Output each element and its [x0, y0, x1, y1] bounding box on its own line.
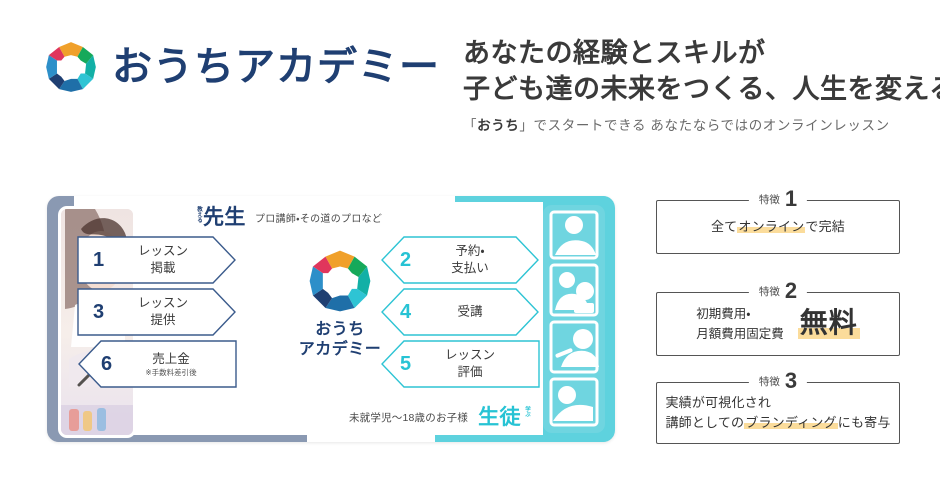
step-3-number: 3	[93, 301, 105, 323]
teacher-label-row: 教える 先生 プロ講師・その道のプロなど	[195, 206, 382, 228]
panel-band-bottom-left	[47, 435, 307, 442]
feature-1-pre: 全て	[710, 218, 738, 234]
step-2: 2 予約・ 支払い	[380, 236, 540, 284]
step-1: 1 レッスン 掲載	[77, 236, 237, 284]
student-label: 生徒 学ぶ	[478, 406, 530, 429]
feature-box-3: 特徴 3 実績が可視化され 講師としてのブランディングにも寄与	[656, 370, 900, 444]
teacher-label: 教える 先生	[195, 206, 246, 228]
headline-line-1: あなたの経験とスキルが	[463, 38, 766, 68]
chevron-right-shape-icon	[380, 340, 540, 388]
step-4-text: 受講	[457, 304, 483, 319]
teacher-note: プロ講師・その道のプロなど	[254, 214, 383, 225]
chevron-right-shape-icon	[77, 236, 237, 284]
teacher-label-text: 先生	[202, 206, 246, 229]
feature-3-line-2: 講師としてのブランディングにも寄与	[665, 413, 890, 433]
feature-2-number: 2	[784, 278, 798, 303]
feature-3-number: 3	[784, 368, 798, 393]
octagon-pinwheel-logo-icon	[46, 42, 96, 92]
octagon-pinwheel-logo-icon	[309, 250, 371, 312]
student-label-text: 生徒	[478, 406, 522, 429]
headline-subtitle: 「おうち」でスタートできる あなたならではのオンラインレッスン	[463, 114, 933, 134]
online-lesson-video-tiles-icon	[543, 205, 605, 433]
feature-3-body: 実績が可視化され 講師としてのブランディングにも寄与	[657, 383, 899, 443]
video-tiles-illustration-icon	[543, 205, 605, 433]
student-note: 未就学児〜18歳のお子様	[348, 412, 469, 424]
center-brand-line-1: おうち	[315, 321, 365, 338]
step-4-number: 4	[400, 301, 412, 323]
chevron-left-shape-icon	[77, 340, 237, 388]
sub-open: 「	[463, 118, 478, 134]
feature-box-1: 特徴 1 全てオンラインで完結	[656, 188, 900, 254]
feature-1-caption: 特徴 1	[748, 186, 808, 211]
student-label-row: 未就学児〜18歳のお子様 生徒 学ぶ	[348, 406, 530, 429]
step-6-note: ※手数料差引後	[145, 367, 197, 377]
flow-diagram-panel: 教える 先生 プロ講師・その道のプロなど おうち アカデミー	[47, 196, 615, 442]
feature-3-text: 実績が可視化され 講師としてのブランディングにも寄与	[665, 393, 890, 433]
step-3: 3 レッスン 提供	[77, 288, 237, 336]
feature-1-number: 1	[784, 186, 798, 211]
step-5-number: 5	[400, 353, 412, 375]
feature-3-line-2-pre: 講師としての	[665, 415, 745, 430]
chevron-right-shape-icon	[380, 236, 540, 284]
feature-1-text: 全てオンラインで完結	[711, 217, 845, 237]
feature-2-free-text: 無料	[797, 307, 860, 339]
chevron-right-shape-icon	[77, 288, 237, 336]
step-3-text: レッスン 提供	[137, 296, 188, 327]
panel-band-bottom-right	[435, 435, 615, 442]
sub-rest: 」でスタートできる あなたならではのオンラインレッスン	[519, 118, 890, 134]
step-5-text: レッスン 評価	[444, 348, 495, 379]
sub-strong: おうち	[477, 118, 520, 134]
center-brand-block: おうち アカデミー	[290, 248, 390, 360]
feature-1-caption-word: 特徴	[758, 193, 780, 206]
feature-1-body: 全てオンラインで完結	[657, 201, 899, 253]
step-1-number: 1	[93, 249, 105, 271]
feature-3-line-1: 実績が可視化され	[665, 394, 772, 410]
student-ruby: 学ぶ	[524, 406, 530, 417]
feature-2-caption-word: 特徴	[758, 285, 780, 298]
step-4: 4 受講	[380, 288, 540, 336]
step-6-text: 売上金 ※手数料差引後	[125, 334, 217, 394]
feature-2-caption: 特徴 2	[748, 278, 808, 303]
step-6: 6 売上金 ※手数料差引後	[77, 340, 237, 388]
feature-1-highlight: オンライン	[737, 218, 806, 234]
feature-3-line-2-post: にも寄与	[837, 415, 891, 430]
page-header: おうちアカデミー あなたの経験とスキルが 子ども達の未来をつくる、人生を変える。…	[0, 0, 940, 150]
step-1-text: レッスン 掲載	[137, 244, 188, 275]
feature-2-left-text: 初期費用・ 月額費用固定費	[696, 307, 784, 341]
step-2-number: 2	[400, 249, 412, 271]
panel-band-top-right	[455, 196, 615, 202]
feature-3-highlight: ブランディング	[744, 415, 838, 430]
step-6-number: 6	[101, 353, 113, 375]
brand-logo-text: おうちアカデミー	[112, 45, 440, 89]
feature-3-caption: 特徴 3	[748, 368, 808, 393]
chevron-right-shape-icon	[380, 288, 540, 336]
feature-3-caption-word: 特徴	[758, 375, 780, 388]
brand-logo: おうちアカデミー	[44, 40, 440, 94]
teacher-ruby: 教える	[195, 206, 202, 223]
center-brand-line-2: アカデミー	[298, 341, 382, 358]
step-5: 5 レッスン 評価	[380, 340, 540, 388]
feature-box-2: 特徴 2 初期費用・ 月額費用固定費 無料	[656, 280, 900, 356]
headline-block: あなたの経験とスキルが 子ども達の未来をつくる、人生を変える。 「おうち」でスタ…	[463, 36, 940, 134]
feature-2-row: 初期費用・ 月額費用固定費 無料	[696, 304, 860, 344]
feature-2-body: 初期費用・ 月額費用固定費 無料	[657, 293, 899, 355]
step-2-text: 予約・ 支払い	[451, 244, 489, 275]
step-6-label: 売上金	[152, 351, 190, 366]
feature-1-post: で完結	[805, 218, 846, 234]
headline-line-2: 子ども達の未来をつくる、人生を変える。	[463, 73, 940, 104]
